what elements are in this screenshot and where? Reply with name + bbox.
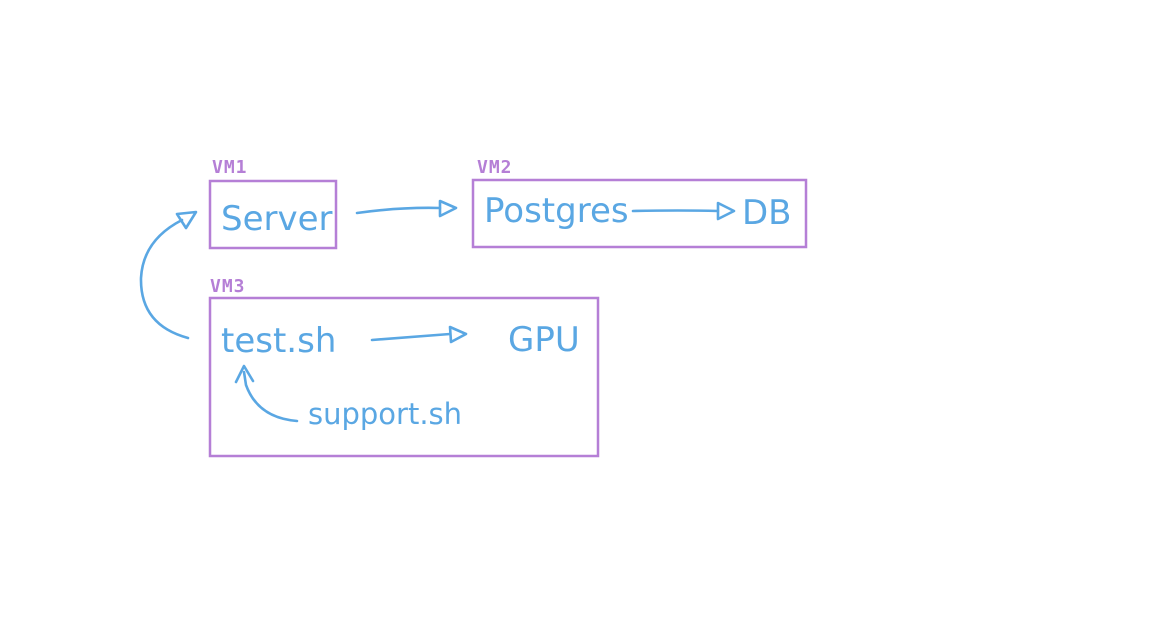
arrow-test-to-server: [139, 218, 190, 340]
vm1-box: [208, 179, 338, 250]
gpu-node: GPU: [508, 320, 580, 360]
arrow-test-to-gpu-head: [448, 325, 468, 344]
vm2-label: VM2: [477, 157, 513, 178]
postgres-node: Postgres: [484, 191, 629, 231]
arrow-test-to-server-head: [175, 210, 198, 230]
arrow-server-to-postgres-head: [438, 199, 458, 218]
db-node: DB: [742, 193, 792, 233]
support-sh-node: support.sh: [308, 397, 462, 431]
vm1-label: VM1: [212, 157, 248, 178]
server-node: Server: [221, 199, 333, 239]
arrow-support-to-test-head: [234, 364, 255, 384]
arrow-server-to-postgres: [355, 206, 442, 215]
vm3-label: VM3: [210, 276, 246, 297]
arrow-support-to-test: [242, 370, 299, 423]
arrow-postgres-to-db: [631, 209, 720, 213]
arrow-postgres-to-db-head: [716, 201, 736, 221]
arrow-test-to-gpu: [370, 332, 452, 342]
vm3-box: [208, 296, 600, 458]
test-sh-node: test.sh: [221, 321, 336, 361]
vm2-box: [471, 178, 808, 249]
